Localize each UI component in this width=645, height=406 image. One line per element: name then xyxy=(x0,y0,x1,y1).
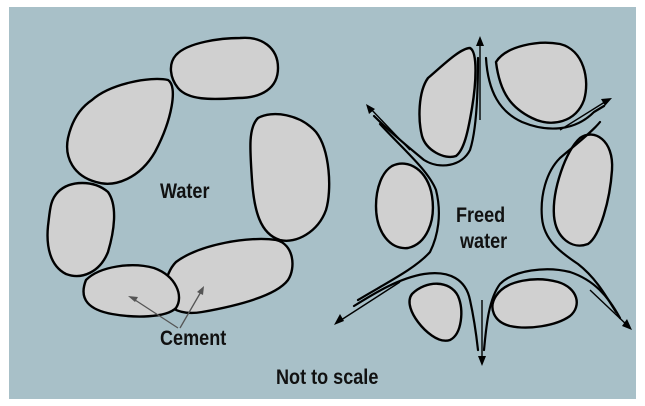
cement-particle xyxy=(67,79,173,184)
cement-particle xyxy=(410,284,462,341)
cement-particle xyxy=(48,183,115,276)
cement-particle xyxy=(376,164,433,249)
arrow-line xyxy=(370,108,410,150)
arrowhead-icon xyxy=(601,98,612,106)
freed-water-label-line2: water xyxy=(460,230,507,254)
arrow-line xyxy=(590,290,628,326)
cement-particle xyxy=(496,43,586,123)
cement-label: Cement xyxy=(160,327,226,351)
scale-note: Not to scale xyxy=(276,366,378,390)
cement-particle xyxy=(554,135,612,246)
arrowhead-icon xyxy=(622,319,632,330)
cement-particle xyxy=(164,239,293,313)
cement-particle xyxy=(250,114,329,241)
arrowhead-icon xyxy=(476,36,484,46)
arrow-line xyxy=(338,282,400,322)
cement-particle xyxy=(492,279,576,327)
arrowhead-icon xyxy=(478,356,486,366)
arrowhead-icon xyxy=(334,314,344,325)
cement-particle xyxy=(420,48,476,157)
freed-water-label-line1: Freed xyxy=(456,204,505,228)
cement-particle xyxy=(84,265,180,316)
water-label: Water xyxy=(160,180,210,204)
cement-particle xyxy=(171,38,278,99)
